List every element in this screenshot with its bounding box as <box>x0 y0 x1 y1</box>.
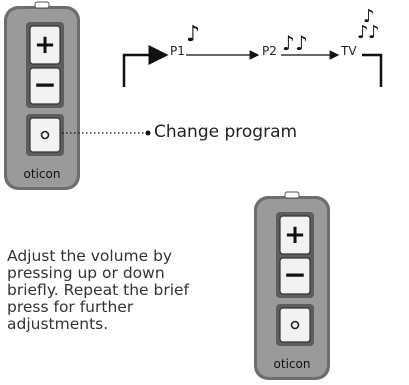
music-note-icon: ♪ <box>363 6 375 27</box>
flow-line-start <box>122 45 169 87</box>
flow-line-return <box>362 53 383 87</box>
music-note-icon: ♪ <box>368 22 380 43</box>
brand-logo: oticon <box>274 357 311 371</box>
music-note-icon: ♪ <box>282 31 295 55</box>
leader-dot <box>145 130 151 136</box>
change-program-label: Change program <box>154 122 298 142</box>
music-note-icon: ♪ <box>295 31 308 55</box>
minus-icon: − <box>33 68 56 101</box>
program-label-p1: P1 <box>170 44 185 58</box>
plus-icon: + <box>34 30 56 60</box>
program-label-p2: P2 <box>262 44 277 58</box>
plus-icon: + <box>284 220 306 250</box>
brand-logo: oticon <box>24 167 61 181</box>
music-note-icon: ♪ <box>357 22 369 43</box>
remote-control-top: + − oticon <box>4 1 80 190</box>
program-label-tv: TV <box>341 44 357 58</box>
music-note-icon: ♪ <box>186 22 201 47</box>
minus-icon: − <box>283 258 306 291</box>
volume-instructions: Adjust the volume by pressing up or down… <box>7 247 189 333</box>
remote-control-bottom: + − oticon <box>254 191 330 380</box>
